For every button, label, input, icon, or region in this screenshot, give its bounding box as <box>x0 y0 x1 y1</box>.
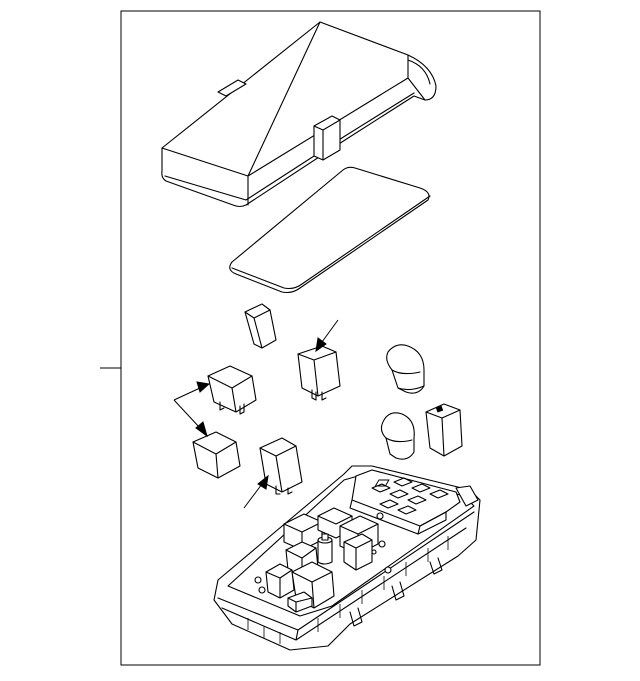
bulb-1[interactable] <box>386 344 425 394</box>
fuse-box-base[interactable] <box>213 465 481 651</box>
arrow-relays-left <box>173 381 211 438</box>
arrow-relay-1 <box>315 319 339 353</box>
relay-2[interactable] <box>207 365 257 415</box>
relay-1[interactable] <box>297 345 341 401</box>
relay-4[interactable] <box>259 437 303 495</box>
diagram-border <box>120 10 541 666</box>
cover-seal[interactable] <box>229 166 431 294</box>
fuse-box-cover[interactable] <box>161 21 437 208</box>
bulb-2[interactable] <box>380 412 415 460</box>
mini-fuse[interactable] <box>244 303 277 349</box>
relay-3[interactable] <box>192 431 241 479</box>
fuse-block-relay[interactable] <box>425 403 463 457</box>
arrow-relay-4 <box>243 474 269 509</box>
